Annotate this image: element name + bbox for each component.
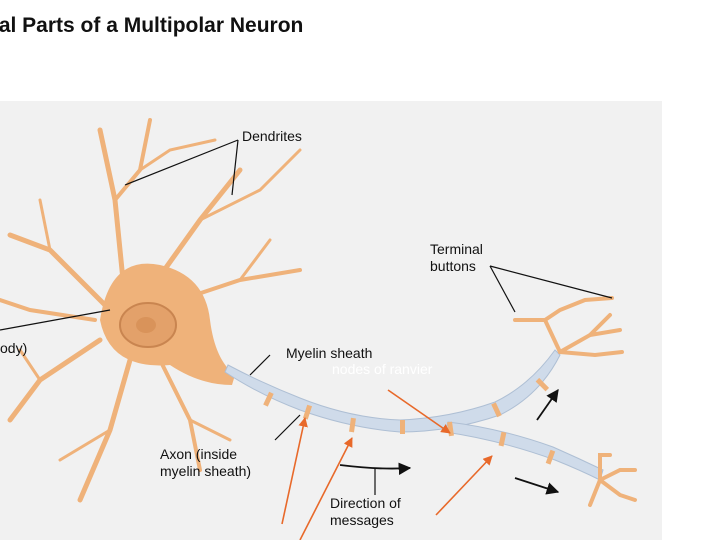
label-direction-of-messages: Direction of messages <box>330 495 401 528</box>
label-nodes-of-ranvier: nodes of ranvier <box>332 361 433 377</box>
nodes-annotation-arrows <box>281 389 493 540</box>
label-cell-body: ody) <box>0 340 28 356</box>
dendrites <box>0 118 302 503</box>
nucleolus <box>136 317 156 333</box>
direction-arrows <box>339 388 560 495</box>
label-leaders <box>0 139 613 495</box>
label-myelin-sheath: Myelin sheath <box>286 345 373 361</box>
slide-title: pal Parts of a Multipolar Neuron <box>0 14 304 37</box>
label-terminal-buttons: Terminal buttons <box>430 241 483 274</box>
terminal-branches <box>513 296 637 507</box>
label-axon: Axon (inside myelin sheath) <box>160 446 252 479</box>
label-dendrites: Dendrites <box>242 128 302 144</box>
